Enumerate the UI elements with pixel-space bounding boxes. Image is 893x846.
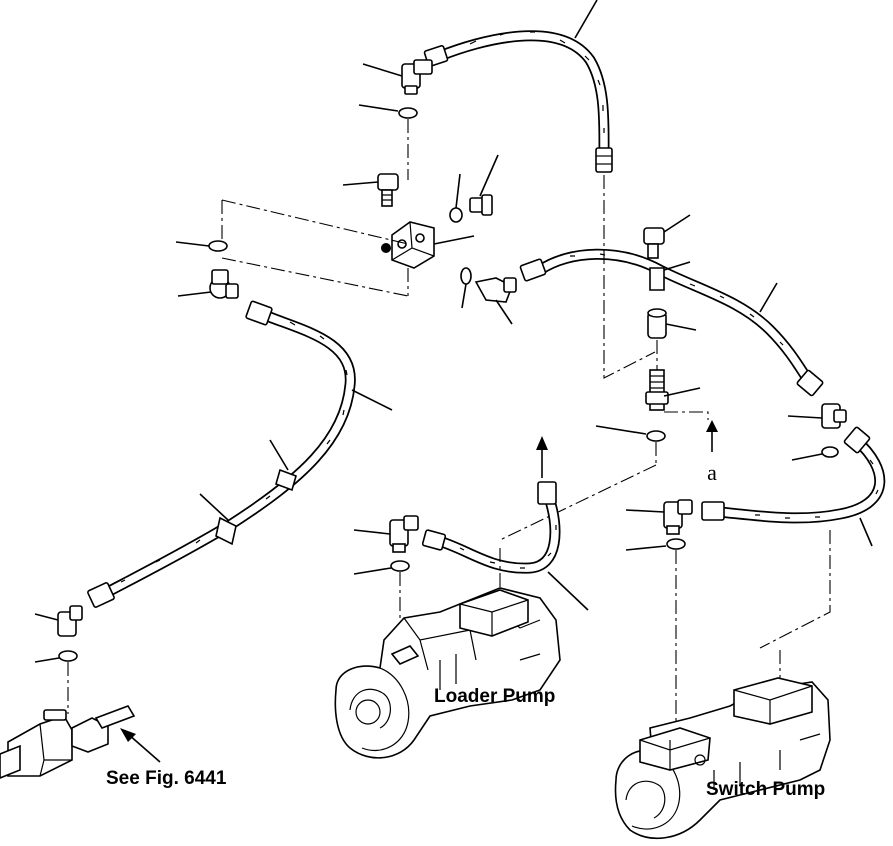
- elbow-fitting-mid: [474, 277, 517, 303]
- elbow-fitting-center: [389, 515, 419, 553]
- o-ring: [390, 560, 410, 572]
- leader-line: [787, 415, 823, 419]
- o-ring: [58, 650, 78, 662]
- dashed-guide: [499, 464, 657, 541]
- dashed-guide: [759, 530, 831, 649]
- elbow-fitting-lower-left: [57, 605, 83, 637]
- leader-line: [495, 299, 513, 325]
- leader-line: [433, 235, 475, 245]
- o-ring: [449, 207, 463, 223]
- connector: [645, 369, 669, 411]
- top-arch-hose: [423, 30, 613, 173]
- dashed-guide: [603, 175, 656, 379]
- leader-line: [625, 509, 665, 513]
- elbow-fitting-right: [821, 403, 847, 429]
- elbow-fitting: [663, 499, 693, 535]
- o-ring: [460, 267, 472, 285]
- leader-line: [353, 529, 391, 535]
- loader-pump-hose: [421, 481, 561, 574]
- leader-line: [859, 517, 873, 547]
- leader-line: [665, 323, 697, 331]
- leader-line: [663, 214, 691, 233]
- elbow-fitting-top: [401, 59, 433, 95]
- leader-line: [595, 425, 647, 435]
- plug: [469, 194, 493, 216]
- elbow-fitting-left: [209, 269, 239, 299]
- loader-pump-body: [334, 587, 561, 759]
- dashed-guide: [221, 199, 409, 297]
- leader-line: [663, 261, 691, 271]
- leader-line: [358, 104, 399, 112]
- leader-line: [353, 567, 392, 575]
- bolt: [643, 227, 665, 259]
- leader-line: [574, 0, 598, 39]
- leader-line: [177, 291, 212, 297]
- leader-line: [479, 154, 499, 197]
- leader-line: [625, 545, 667, 551]
- see-fig-label: See Fig. 6441: [106, 768, 227, 789]
- leader-line: [461, 283, 467, 309]
- leader-line: [455, 173, 461, 209]
- o-ring: [821, 446, 839, 458]
- leader-line: [269, 439, 289, 471]
- o-ring: [666, 538, 686, 550]
- arrow-up: [706, 420, 718, 452]
- loader-pump-label: Loader Pump: [434, 686, 555, 707]
- o-ring: [646, 430, 666, 442]
- left-long-hose: [87, 300, 356, 608]
- switch-pump-label: Switch Pump: [706, 779, 825, 800]
- sleeve-top: [647, 308, 667, 318]
- leader-line: [342, 181, 379, 186]
- leader-line: [759, 282, 778, 313]
- leader-line: [547, 571, 589, 611]
- arrow-to-valve: [120, 728, 161, 763]
- o-ring: [208, 240, 228, 252]
- right-lower-hose: [701, 426, 886, 524]
- leader-line: [663, 387, 701, 397]
- right-upper-hose: [519, 248, 824, 397]
- leader-line: [34, 613, 59, 621]
- switch-pump-body: [614, 677, 831, 840]
- leader-line: [34, 657, 60, 663]
- symbol-a: a: [707, 460, 717, 485]
- leader-line: [791, 453, 823, 461]
- dashed-guide: [664, 411, 709, 420]
- bolt: [377, 173, 399, 207]
- manifold-block: [381, 221, 435, 269]
- arrow-up: [536, 436, 548, 478]
- leader-line: [175, 241, 210, 247]
- leader-line: [351, 389, 393, 411]
- leader-line: [362, 63, 403, 77]
- valve-assembly: [0, 705, 136, 779]
- o-ring: [398, 107, 418, 119]
- leader-line: [199, 493, 229, 521]
